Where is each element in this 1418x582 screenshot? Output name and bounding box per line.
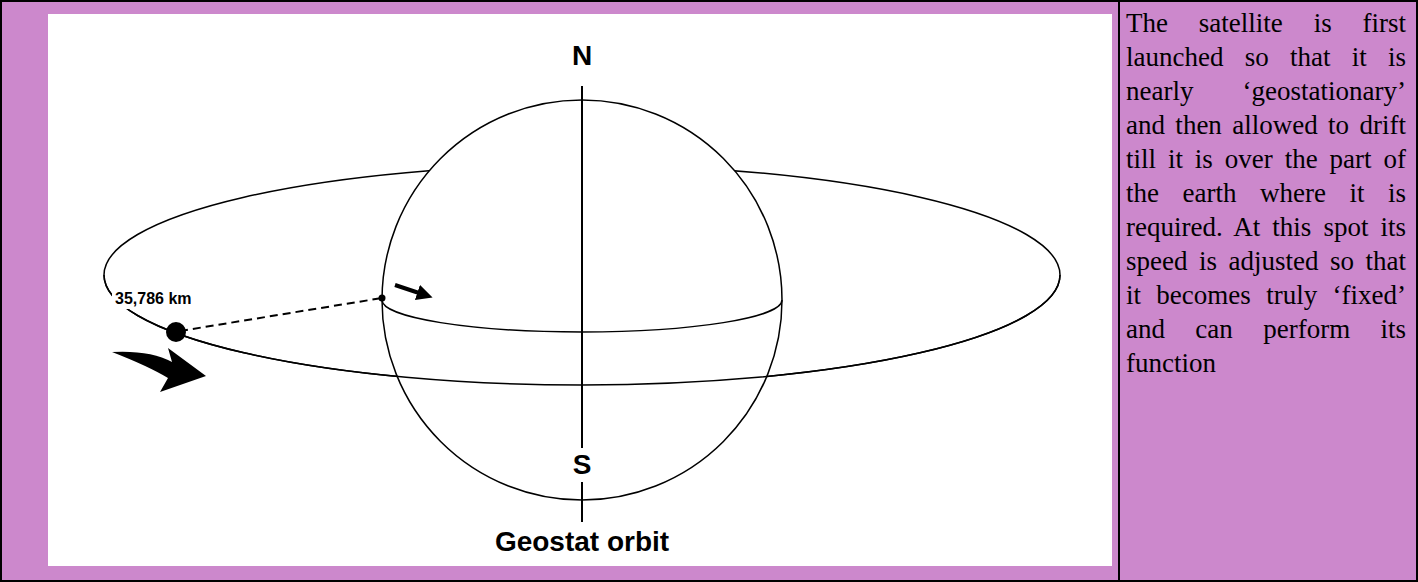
distance-line: [180, 298, 382, 331]
rotation-arrow: [395, 285, 425, 295]
white-panel: [48, 14, 1112, 566]
north-label: N: [572, 40, 592, 72]
explanation-text: The satellite is first launched so that …: [1126, 6, 1406, 380]
distance-label: 35,786 km: [112, 289, 195, 309]
cell-divider: [1118, 1, 1120, 581]
motion-arrow: [112, 348, 206, 392]
south-label: S: [570, 448, 595, 482]
figure-caption: Geostat orbit: [491, 526, 673, 558]
satellite-dot: [166, 322, 186, 342]
earth-point: [379, 295, 386, 302]
